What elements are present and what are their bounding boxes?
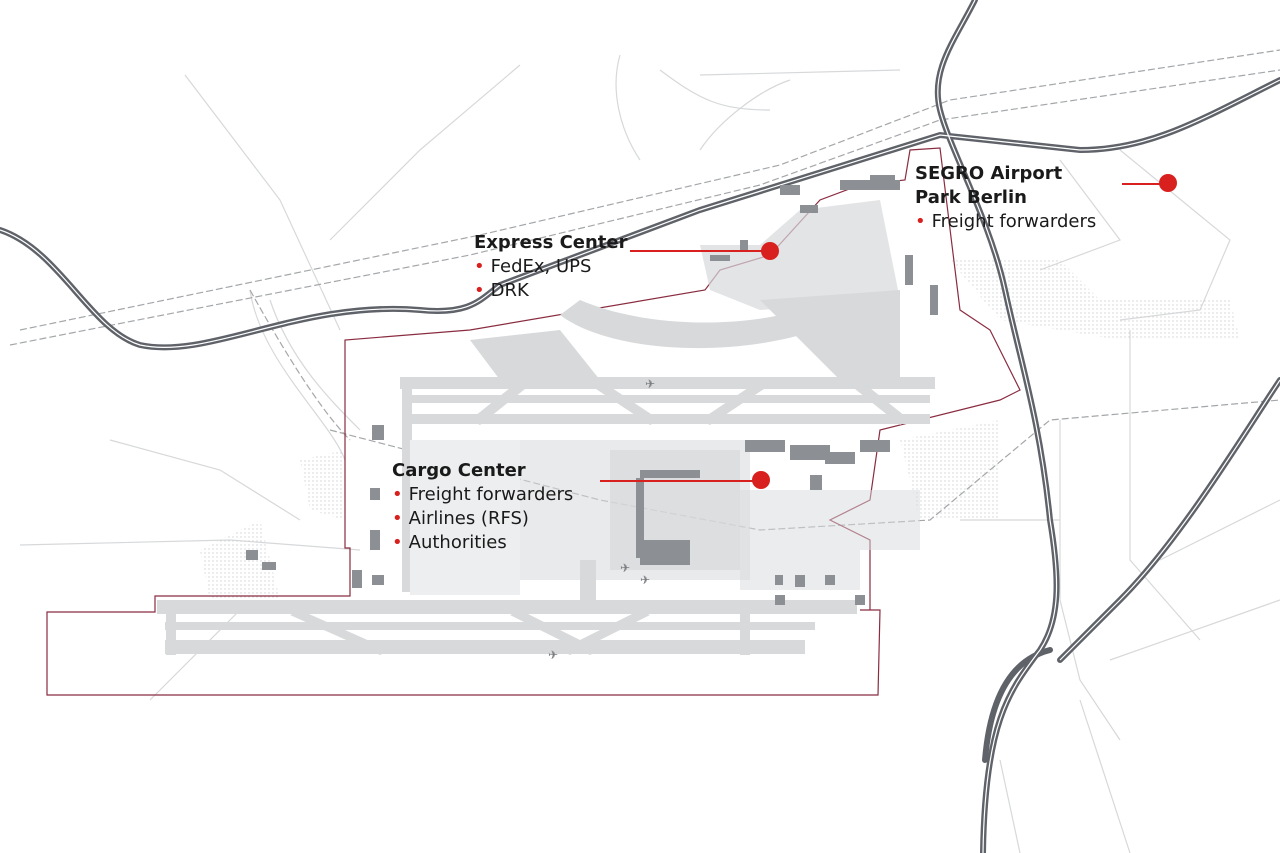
svg-text:✈: ✈ [640, 573, 650, 587]
segro-title-line1: SEGRO Airport [915, 163, 1063, 184]
cargo-center-item: Freight forwarders [392, 483, 574, 507]
segro-airport-park-callout: SEGRO Airport Park Berlin Freight forwar… [915, 162, 1096, 234]
express-center-callout: Express Center FedEx, UPS DRK [474, 231, 628, 303]
cargo-center-item: Authorities [392, 531, 573, 555]
segro-item: Freight forwarders [915, 210, 1097, 234]
aircraft-symbols: ✈ ✈ ✈ ✈ [548, 377, 655, 662]
express-center-title: Express Center [474, 232, 628, 253]
cargo-center-item: Airlines (RFS) [392, 507, 573, 531]
cargo-center-list: Freight forwarders Airlines (RFS) Author… [392, 483, 574, 555]
texture-patches [200, 260, 1240, 600]
segro-title-line2: Park Berlin [915, 187, 1027, 208]
svg-text:✈: ✈ [620, 561, 630, 575]
express-marker[interactable] [761, 242, 779, 260]
svg-text:✈: ✈ [548, 648, 558, 662]
cargo-center-title: Cargo Center [392, 460, 526, 481]
cargo-center-callout: Cargo Center Freight forwarders Airlines… [392, 459, 573, 555]
svg-text:✈: ✈ [645, 377, 655, 391]
express-center-item: DRK [474, 279, 628, 303]
airport-boundary [46, 147, 1021, 696]
callout-markers [600, 174, 1177, 489]
express-center-item: FedEx, UPS [474, 255, 628, 279]
express-center-list: FedEx, UPS DRK [474, 255, 628, 303]
segro-list: Freight forwarders [915, 210, 1097, 234]
buildings [246, 175, 938, 605]
cargo-marker[interactable] [752, 471, 770, 489]
segro-marker[interactable] [1159, 174, 1177, 192]
